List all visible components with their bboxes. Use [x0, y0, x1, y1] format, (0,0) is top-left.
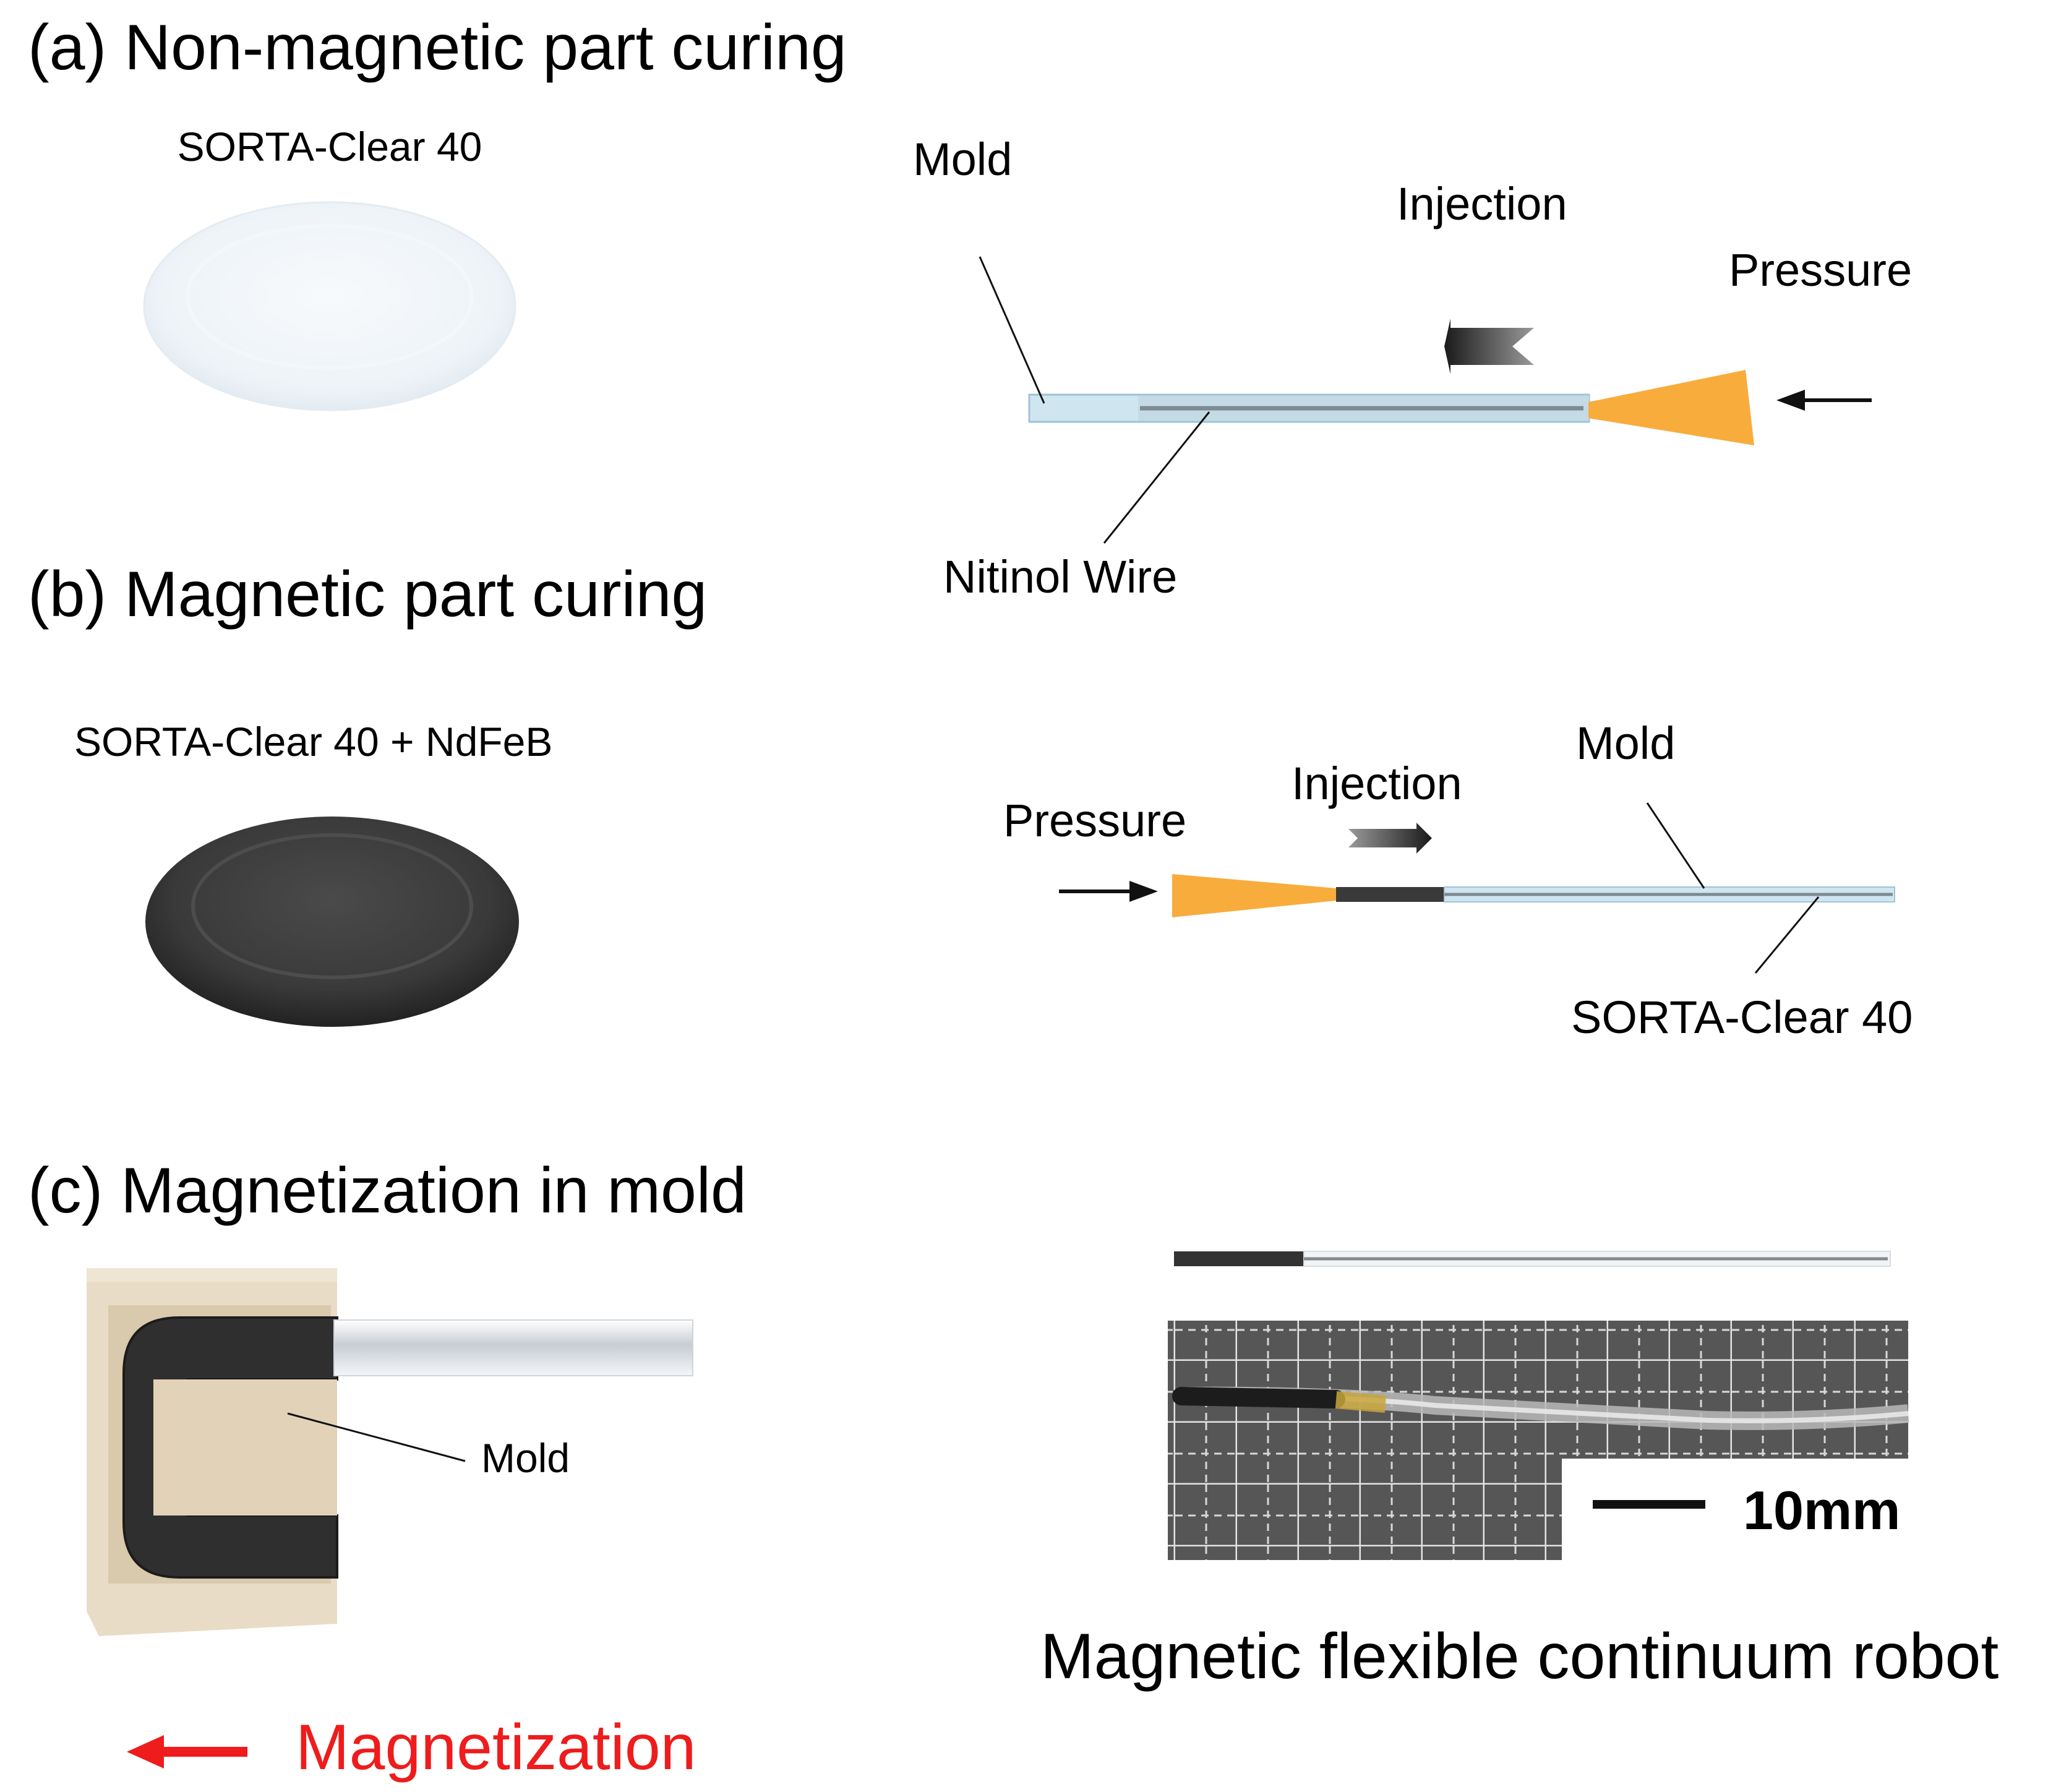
magnetization-label: Magnetization — [296, 1712, 696, 1783]
panel-b-title: (b) Magnetic part curing — [28, 559, 707, 630]
injection-nozzle — [1588, 370, 1754, 445]
scale-bar — [1593, 1500, 1705, 1509]
mold-leader-line — [1646, 802, 1705, 889]
mold-leader-line — [287, 1412, 466, 1462]
magnetization-mold-rendering — [87, 1268, 693, 1636]
pressure-arrow-icon — [1776, 390, 1872, 411]
panel-c-title: (c) Magnetization in mold — [28, 1155, 747, 1227]
injection-nozzle — [1172, 874, 1336, 917]
panel-a-mold-assembly — [979, 256, 1872, 544]
filler-leader-line — [1754, 896, 1820, 974]
panel-b-mold-label: Mold — [1576, 718, 1675, 769]
ndfeb-silicone-blob — [145, 817, 519, 1027]
mold-tube — [333, 1319, 693, 1376]
clear-silicone-blob — [143, 201, 516, 411]
panel-b-pressure-label: Pressure — [1003, 795, 1186, 846]
pressure-arrow-icon — [1059, 881, 1158, 902]
ndfeb-section — [1174, 1251, 1304, 1266]
magnetic-tip — [1172, 1387, 1345, 1408]
scale-label: 10mm — [1743, 1480, 1900, 1541]
mold-leader-line — [979, 256, 1045, 404]
panel-b-mold-assembly — [1059, 802, 1895, 974]
injection-flow-icon — [1444, 319, 1534, 374]
panel-a-title: (a) Non-magnetic part curing — [28, 12, 847, 84]
panel-b-filler-label: SORTA-Clear 40 — [1571, 992, 1913, 1043]
panel-a-injection-label: Injection — [1397, 178, 1567, 229]
panel-b-injection-label: Injection — [1292, 758, 1462, 809]
injection-flow-icon — [1348, 823, 1432, 854]
panel-a-mold-label: Mold — [913, 134, 1012, 185]
panel-c-mold-label: Mold — [481, 1435, 570, 1481]
robot-caption: Magnetic flexible continuum robot — [1040, 1621, 1999, 1692]
panel-a-wire-label: Nitinol Wire — [943, 551, 1177, 602]
panel-b-material-label: SORTA-Clear 40 + NdFeB — [74, 719, 552, 765]
panel-a-pressure-label: Pressure — [1729, 244, 1912, 296]
robot-schematic — [1174, 1251, 1891, 1267]
magnetization-arrow-icon — [127, 1735, 247, 1768]
wire-leader-line — [1103, 411, 1210, 544]
panel-a-material-label: SORTA-Clear 40 — [178, 124, 482, 169]
ndfeb-section — [1336, 887, 1444, 902]
robot-photo — [1168, 1321, 1909, 1560]
